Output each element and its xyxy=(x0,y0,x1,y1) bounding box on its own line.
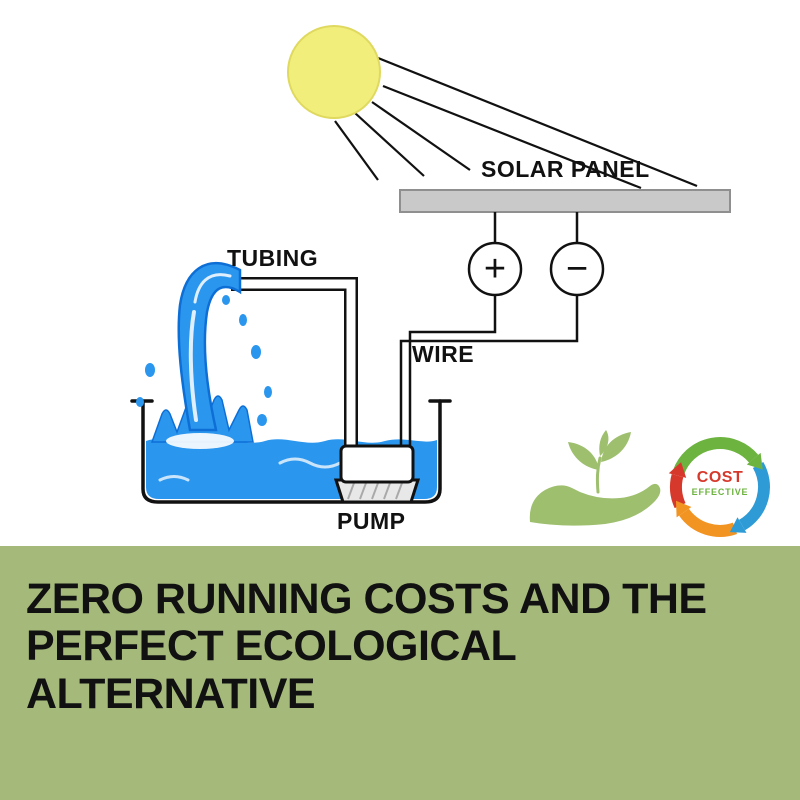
tubing-pipe xyxy=(231,277,358,452)
eco-hand-icon xyxy=(529,430,661,526)
minus-terminal-symbol: − xyxy=(565,247,589,290)
headline-banner: ZERO RUNNING COSTS AND THE PERFECT ECOLO… xyxy=(0,546,800,800)
solar-panel-label: SOLAR PANEL xyxy=(481,156,650,182)
wire-path xyxy=(399,295,579,448)
sprout-leaves-icon xyxy=(568,430,631,470)
diagram-area: SOLAR PANEL TUBING WIRE PUMP + − COST EF… xyxy=(130,25,770,537)
sun-rays-icon xyxy=(334,56,698,190)
pump-icon xyxy=(333,444,421,504)
pump-base-hatching xyxy=(347,482,403,500)
plus-terminal-symbol: + xyxy=(483,247,507,290)
sprout-stem xyxy=(595,456,602,494)
water-foam xyxy=(166,433,234,449)
tubing-label: TUBING xyxy=(227,245,319,271)
pump-label: PUMP xyxy=(337,508,406,534)
badge-arrowheads xyxy=(668,452,763,533)
badge-cost-label: COST xyxy=(696,469,744,486)
water-droplets xyxy=(136,295,272,426)
headline-line-2: PERFECT ECOLOGICAL xyxy=(26,622,517,671)
headline-line-3: ALTERNATIVE xyxy=(26,669,316,718)
headline-line-1: ZERO RUNNING COSTS AND THE xyxy=(26,575,707,623)
terminal-stems xyxy=(493,212,579,243)
badge-center xyxy=(692,459,748,515)
solar-panel-bar xyxy=(399,189,731,213)
diagram-svg xyxy=(130,25,770,537)
badge-effective-label: EFFECTIVE xyxy=(691,487,749,497)
water-jet xyxy=(177,261,242,432)
sun-icon xyxy=(287,25,381,119)
wire-label: WIRE xyxy=(412,341,475,367)
